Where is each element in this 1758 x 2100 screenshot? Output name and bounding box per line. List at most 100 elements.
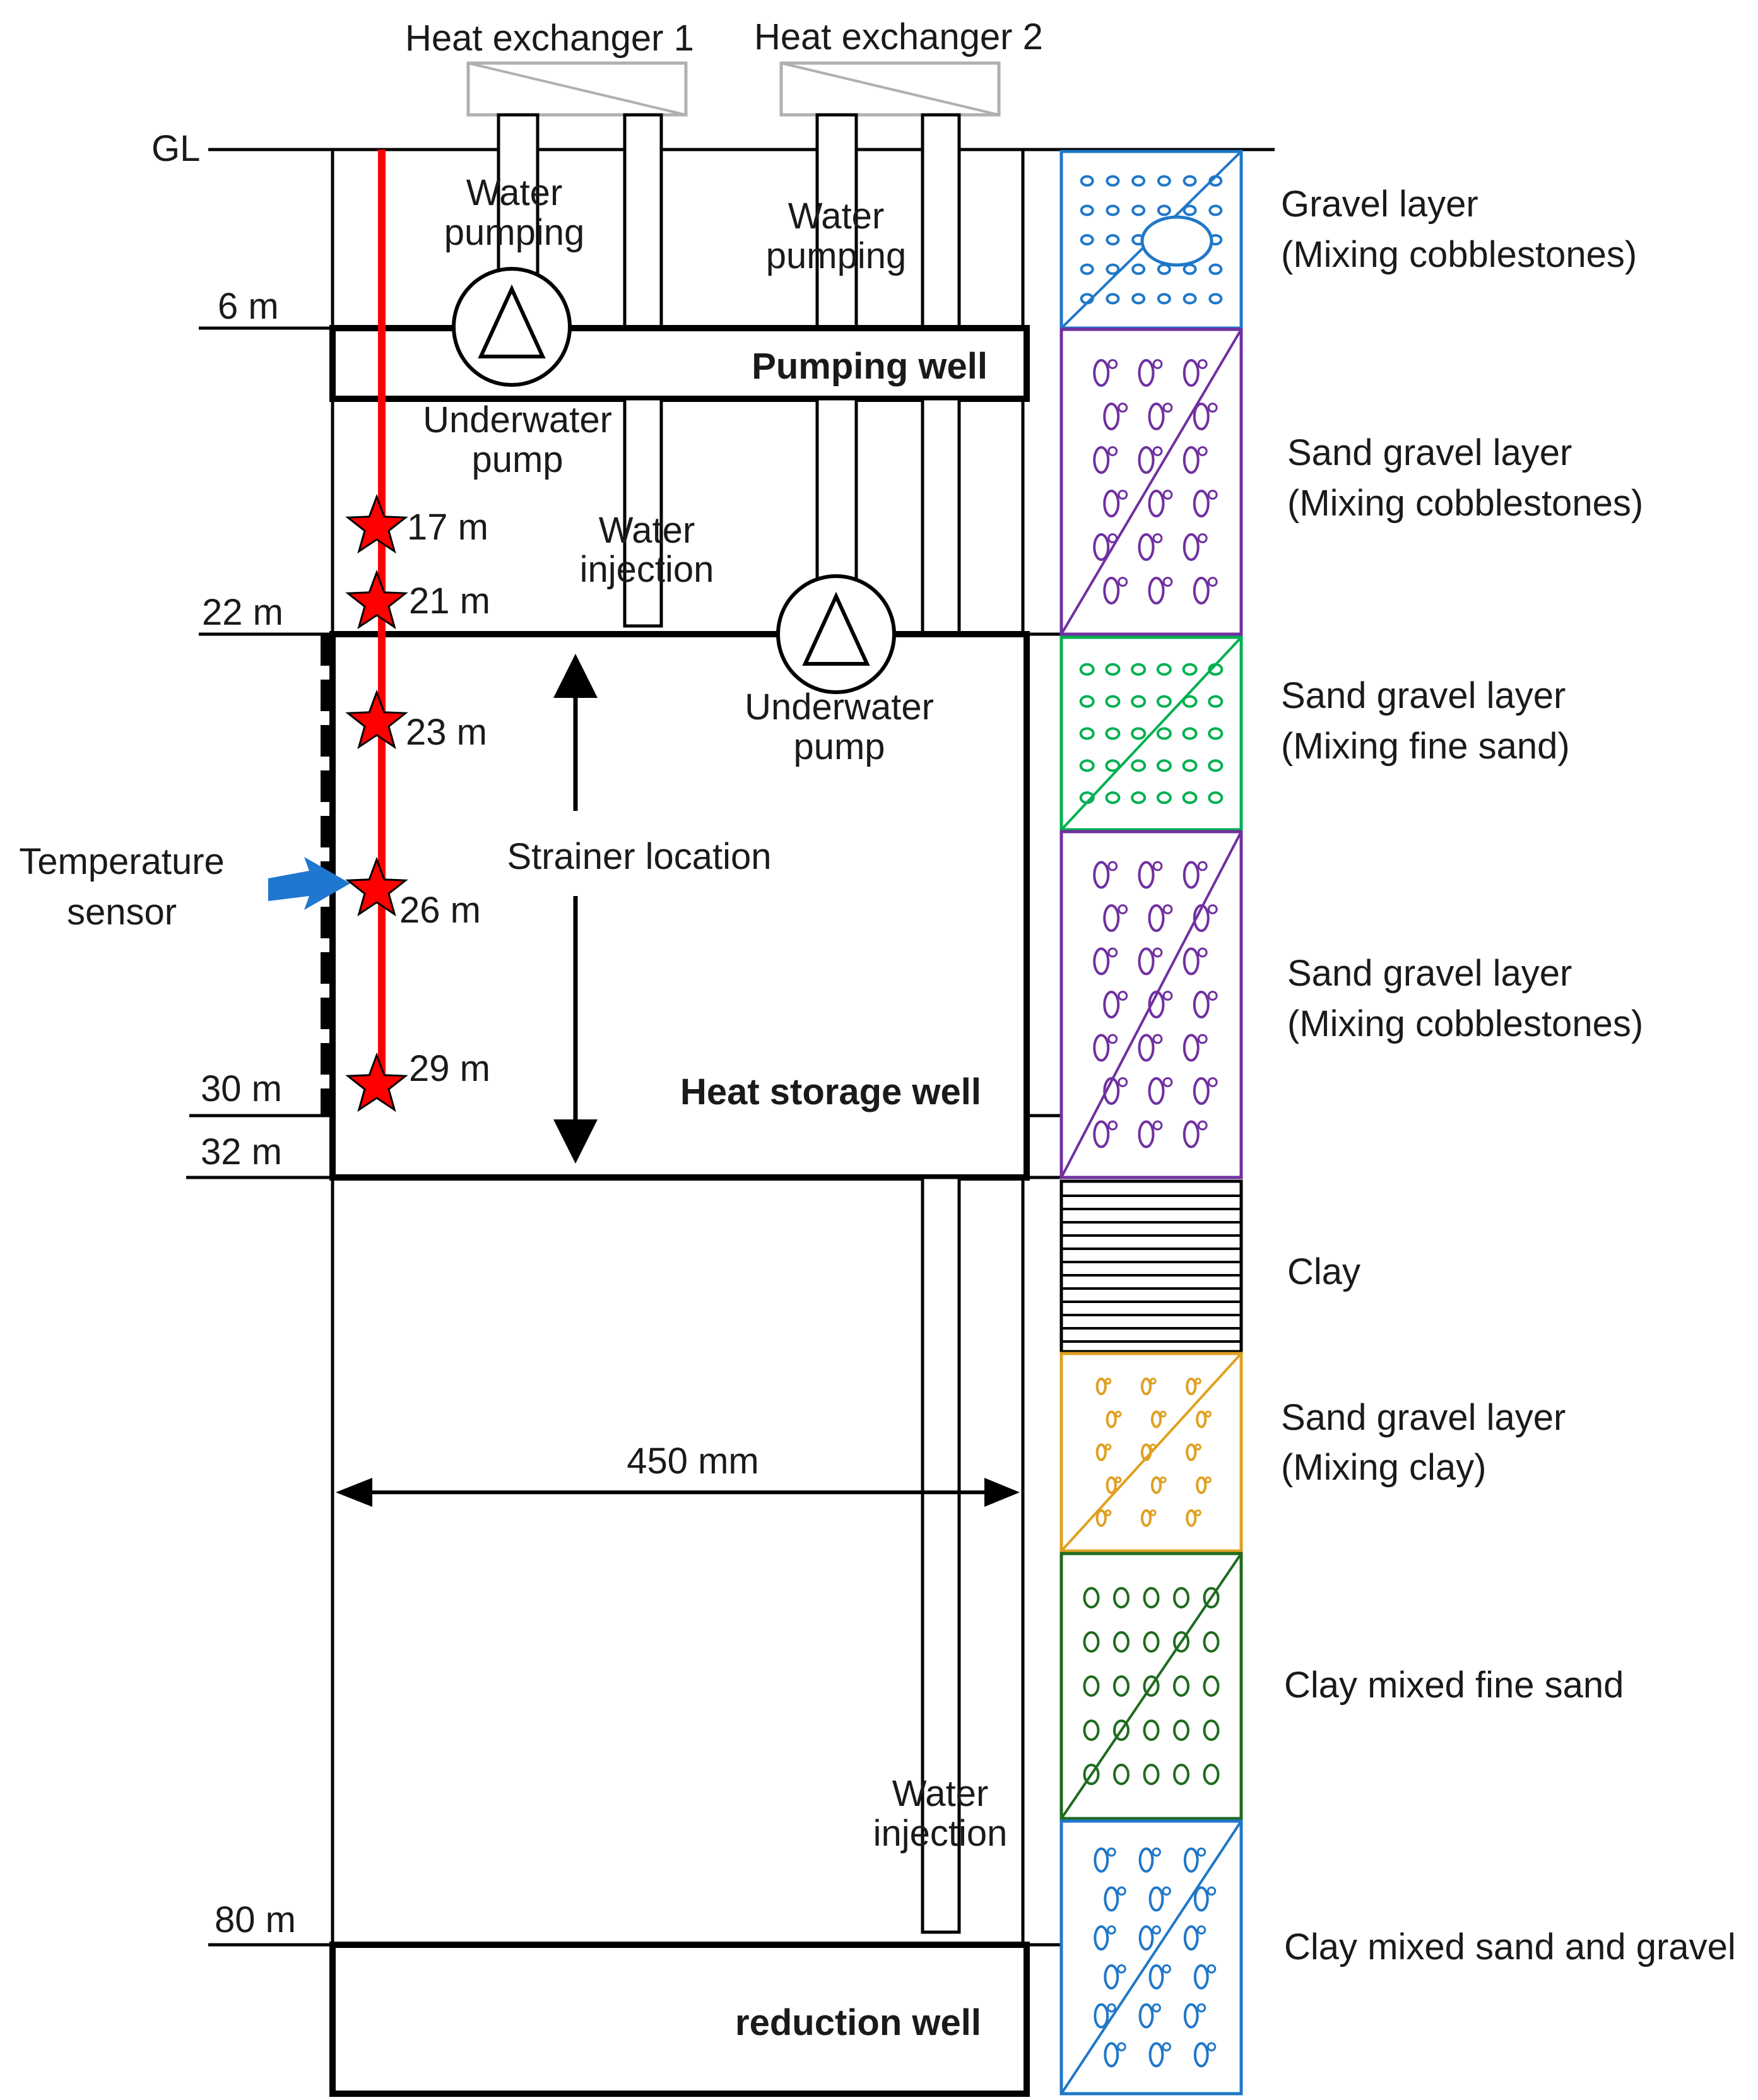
soil-gravel-layer-pebble (1208, 293, 1223, 305)
reduction-well-label: reduction well (735, 2002, 981, 2043)
soil-sand-gravel-2-pebble (1208, 759, 1224, 772)
soil-sand-gravel-3-pebble (1193, 904, 1210, 932)
soil-sand-gravel-2-pebble (1156, 695, 1172, 708)
water-pumping-1-line2: pumping (444, 212, 584, 253)
soil-clay-fine-sand-pebble (1143, 1587, 1160, 1608)
soil-clay-fine-sand-pebble (1173, 1720, 1189, 1741)
soil-clay-fine-sand-pebble (1203, 1675, 1220, 1697)
soil-sand-gravel-1-pebble (1103, 490, 1120, 517)
soil-gravel-layer-pebble (1157, 204, 1171, 216)
depth-label-80m: 80 m (215, 1899, 296, 1940)
soil-sand-gravel-4-grain (1114, 1410, 1122, 1418)
soil-gravel-layer-pebble (1080, 263, 1094, 275)
soil-clay-sand-gravel-pebble (1148, 1964, 1164, 1990)
soil-sand-gravel-4-grain (1205, 1476, 1212, 1484)
underwater-pump-2-line1: Underwater (745, 687, 934, 728)
depth-label-6m: 6 m (218, 286, 279, 327)
soil-sand-gravel-4-grain (1149, 1509, 1157, 1516)
soil-sand-gravel-1-grain (1197, 359, 1208, 369)
soil-sand-gravel-2-pebble (1182, 727, 1198, 740)
soil-sand-gravel-3-pebble (1093, 947, 1110, 976)
soil-sand-gravel-2-pebble (1182, 791, 1198, 805)
soil-sand-gravel-1-pebble (1183, 446, 1200, 474)
sensor-star-29m (345, 1052, 408, 1112)
soil-sand-gravel-2-pebble (1079, 759, 1095, 772)
soil-clay-sand-gravel-pebble (1094, 1925, 1109, 1951)
soil-sand-gravel-3-grain (1107, 861, 1118, 871)
diameter-label: 450 mm (627, 1441, 759, 1482)
layer-7-name: Clay mixed fine sand (1284, 1665, 1624, 1706)
soil-sand-gravel-4-pebble (1106, 1476, 1117, 1494)
soil-sand-gravel-3-grain (1162, 1077, 1173, 1087)
soil-sand-gravel-3-pebble (1193, 1077, 1210, 1105)
soil-clay-sand-gravel-grain (1196, 1925, 1206, 1935)
soil-clay-sand-gravel-grain (1152, 1847, 1161, 1857)
soil-sand-gravel-2-pebble (1079, 663, 1095, 676)
soil-sand-gravel-1-pebble (1183, 533, 1200, 561)
soil-clay-sand-gravel-pebble (1104, 1886, 1119, 1912)
soil-clay-sand-gravel-pebble (1183, 2003, 1199, 2029)
soil-sand-gravel-4-grain (1205, 1410, 1212, 1418)
soil-sand-gravel-4-pebble (1140, 1509, 1152, 1527)
soil-clay-fine-sand-pebble (1143, 1675, 1160, 1697)
sensor-label-21m: 21 m (409, 581, 490, 622)
soil-sand-gravel-2-pebble (1105, 791, 1121, 805)
soil-sand-gravel-2-pebble (1105, 727, 1121, 740)
soil-clay-fine-sand-pebble (1203, 1720, 1220, 1741)
heat-exchanger-1: Heat exchanger 1 (405, 18, 694, 117)
water-injection-2-line1: Water (892, 1773, 989, 1814)
layer-2-name: Sand gravel layer (1287, 432, 1572, 473)
soil-sand-gravel-3-pebble (1093, 1034, 1110, 1062)
soil-sand-gravel-3-pebble (1103, 904, 1120, 932)
soil-clay-fine-sand-pebble (1143, 1631, 1160, 1653)
soil-sand-gravel-1-pebble (1093, 533, 1110, 561)
soil-sand-gravel-2-pebble (1156, 759, 1172, 772)
soil-sand-gravel-1-grain (1207, 577, 1218, 587)
soil-sand-gravel-3-grain (1207, 1077, 1218, 1087)
soil-sand-gravel-4-pebble (1186, 1377, 1197, 1396)
soil-clay-fine-sand-diagonal (1060, 1552, 1242, 1820)
soil-sand-gravel-3-grain (1118, 1077, 1128, 1087)
soil-sand-gravel-3-diagonal (1060, 831, 1242, 1178)
soil-sand-gravel-4-pebble (1095, 1509, 1107, 1527)
soil-sand-gravel-1-pebble (1193, 577, 1210, 605)
heat-exchanger-2: Heat exchanger 2 (754, 16, 1043, 117)
soil-sand-gravel-3-pebble (1138, 861, 1155, 889)
soil-clay-sand-gravel-pebble (1094, 1847, 1109, 1873)
soil-sand-gravel-1-grain (1152, 533, 1163, 543)
soil-gravel-layer-pebble (1106, 204, 1120, 216)
soil-sand-gravel-3-pebble (1148, 904, 1165, 932)
soil-sand-gravel-3-grain (1107, 947, 1118, 958)
soil-sand-gravel-2-pebble (1182, 759, 1198, 772)
soil-sand-gravel-1-pebble (1103, 577, 1120, 605)
underwater-pump-1 (452, 267, 572, 387)
sensor-depth-labels: 17 m 21 m 23 m 26 m 29 m (399, 507, 490, 1089)
soil-gravel-layer-pebble (1208, 263, 1223, 275)
soil-sand-gravel-4-grain (1159, 1410, 1167, 1418)
soil-sand-gravel-1-grain (1118, 577, 1128, 587)
soil-sand-gravel-1-grain (1107, 446, 1118, 456)
soil-gravel-layer-pebble (1157, 175, 1171, 187)
soil-sand-gravel-3-pebble (1138, 947, 1155, 976)
soil-sand-gravel-1-pebble (1103, 403, 1120, 430)
strainer-location-label: Strainer location (507, 836, 771, 877)
soil-clay-fine-sand-pebble (1203, 1764, 1220, 1785)
soil-sand-gravel-3-pebble (1183, 1120, 1200, 1148)
sensor-star-21m (345, 569, 408, 630)
soil-clay-sand-gravel-pebble (1104, 1964, 1119, 1990)
sensor-star-17m (345, 493, 408, 554)
soil-sand-gravel-1-pebble (1193, 403, 1210, 430)
soil-sand-gravel-1-pebble (1148, 403, 1165, 430)
soil-clay-sand-gravel-pebble (1183, 1847, 1199, 1873)
soil-sand-gravel-3-grain (1152, 1120, 1163, 1131)
soil-clay-sand-gravel-grain (1206, 2042, 1217, 2051)
soil-clay-sand-gravel-grain (1107, 1925, 1116, 1935)
sensor-star-23m (345, 689, 408, 750)
heat-exchanger-1-label: Heat exchanger 1 (405, 18, 694, 59)
soil-clay-sand-gravel-grain (1206, 1886, 1217, 1896)
soil-sand-gravel-2-pebble (1131, 695, 1147, 708)
soil-sand-gravel-4-grain (1104, 1443, 1112, 1451)
soil-sand-gravel-2-pebble (1131, 759, 1147, 772)
layer-6-detail: (Mixing clay) (1281, 1447, 1487, 1488)
soil-sand-gravel-1-grain (1197, 446, 1208, 456)
